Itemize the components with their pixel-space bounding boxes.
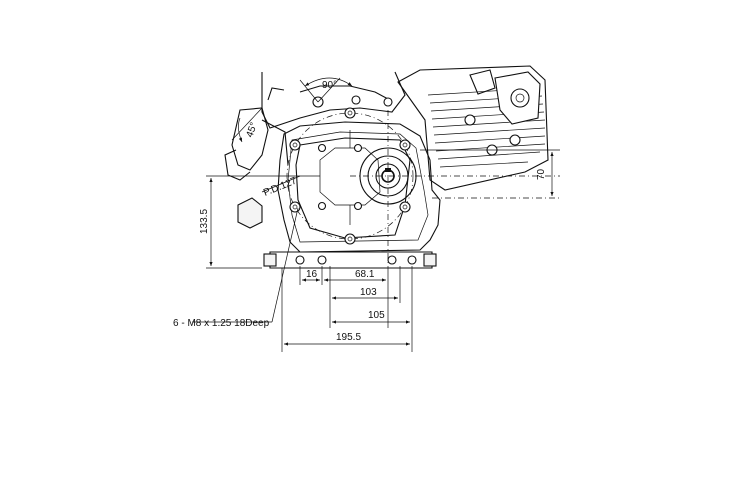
bolt-spec-label: 6 - M8 x 1.25 18Deep	[173, 318, 270, 329]
height-133-label: 133.5	[199, 209, 210, 234]
dim-68-label: 68.1	[355, 269, 375, 280]
dim-16-label: 16	[306, 269, 318, 280]
left-components	[224, 107, 289, 229]
dim-103-label: 103	[360, 287, 377, 298]
mounting-flange	[286, 107, 414, 245]
angle-45-label: 45°	[244, 121, 260, 139]
pcd-label: P.D.127	[262, 175, 299, 198]
dimension-lines	[192, 77, 560, 352]
pto-shaft	[350, 110, 560, 265]
cylinder-head	[397, 65, 549, 191]
dim-105-label: 105	[368, 310, 385, 321]
base-feet	[263, 251, 437, 269]
crankcase	[277, 121, 441, 253]
height-70-label: 70	[536, 168, 547, 180]
dim-195-label: 195.5	[336, 332, 361, 343]
angle-90-label: 90°	[322, 80, 337, 91]
